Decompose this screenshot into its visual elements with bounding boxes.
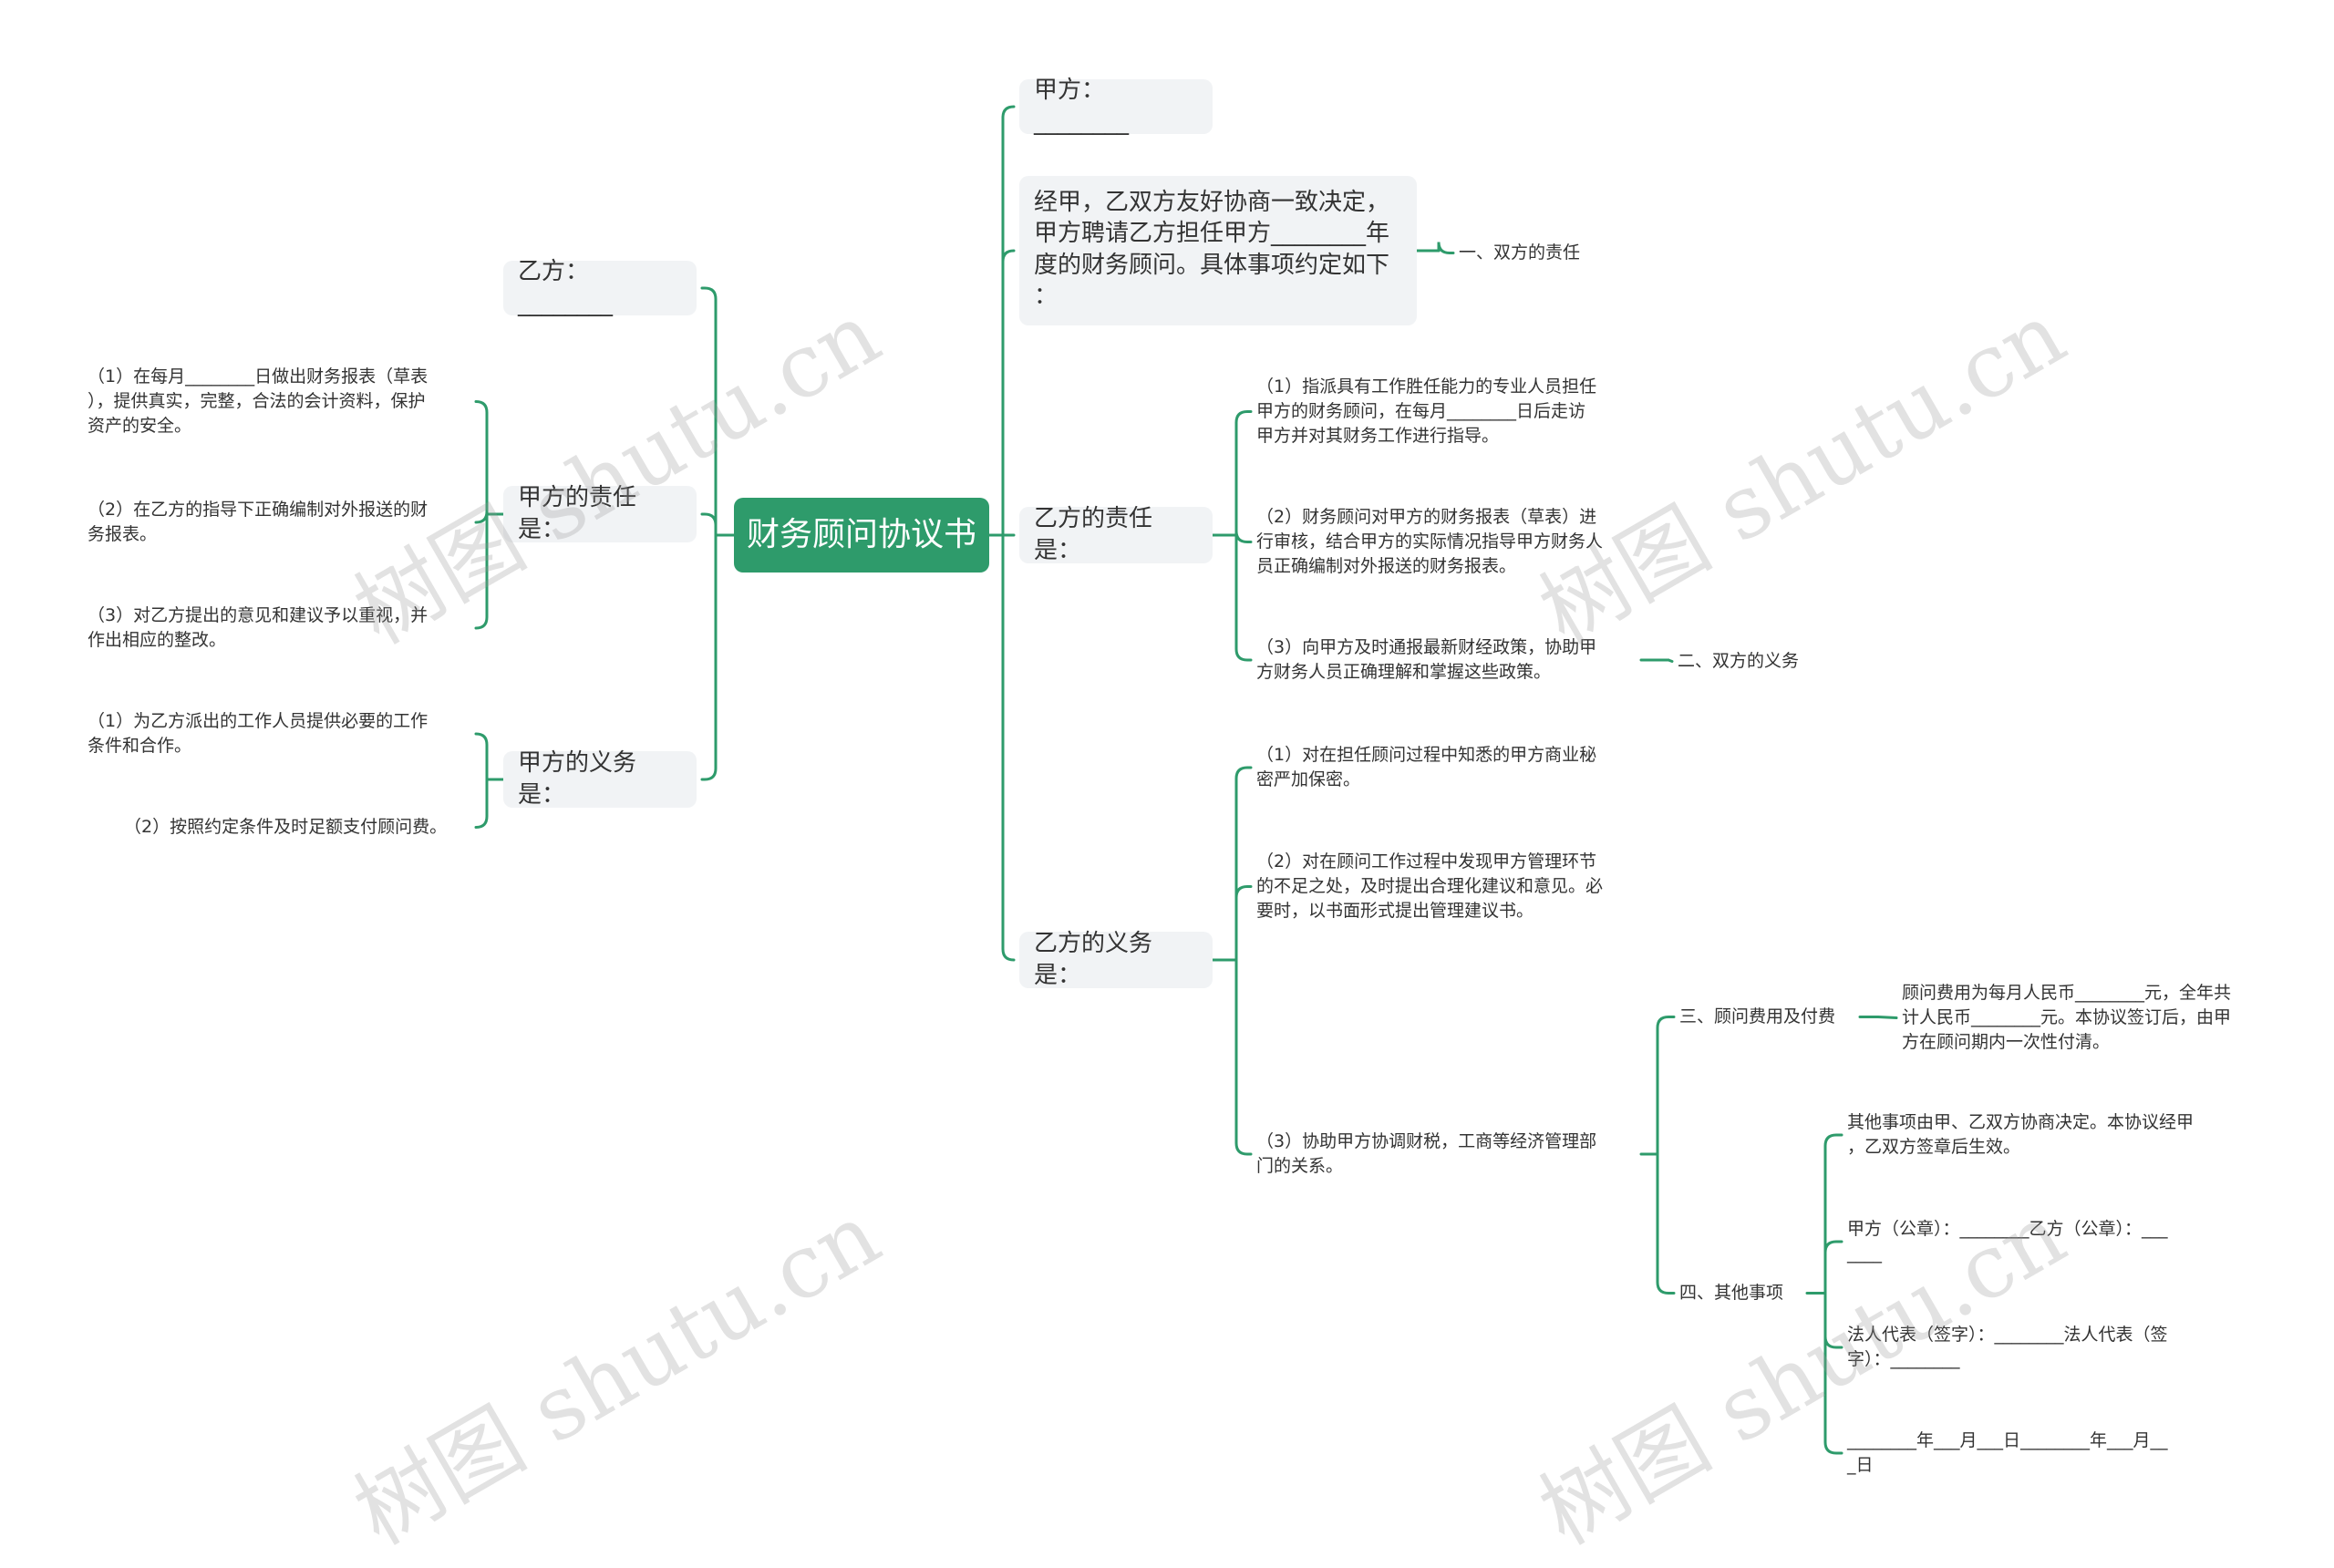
connector-line (1234, 885, 1253, 962)
connector-line (474, 778, 489, 829)
connector-line (1823, 1292, 1843, 1349)
connector-line (474, 511, 489, 524)
party-a-obligations-node[interactable]: 甲方的义务是： (503, 749, 697, 809)
party-b-node[interactable]: 乙方：________ (503, 258, 697, 317)
other-matters-item[interactable]: 法人代表（签字）：________法人代表（签 字）：________ (1847, 1325, 2168, 1369)
watermark: 树图 shutu.cn (1523, 283, 2081, 665)
connector-line (474, 732, 489, 781)
party-b-obligations-node[interactable]: 乙方的义务是： (1019, 930, 1213, 989)
section-3-label[interactable]: 三、顾问费用及付费 (1679, 1006, 1836, 1026)
connector-line (1234, 531, 1253, 543)
party-b-obligation-item[interactable]: （3）协助甲方协调财税，工商等经济管理部 门的关系。 (1256, 1131, 1597, 1176)
other-matters-item[interactable]: ________年___月___日________年___月__ _日 (1847, 1430, 2168, 1475)
section-4-label[interactable]: 四、其他事项 (1679, 1283, 1784, 1303)
connector-line (700, 286, 718, 537)
party-b-duties-node[interactable]: 乙方的责任是： (1019, 505, 1213, 564)
connector-line (700, 533, 718, 781)
connector-line (1437, 242, 1455, 254)
connector-line (1823, 1133, 1843, 1295)
connector-line (474, 400, 489, 516)
connector-line (1234, 533, 1253, 662)
connector-line (1656, 1152, 1676, 1295)
party-a-duty-item[interactable]: （1）在每月________日做出财务报表（草表 ），提供真实，完整，合法的会计… (88, 366, 429, 436)
other-matters-item[interactable]: 其他事项由甲、乙双方协商决定。本协议经甲 ，乙双方签章后生效。 (1847, 1112, 2195, 1157)
connector-line (1234, 766, 1253, 962)
section-2-label[interactable]: 二、双方的义务 (1678, 651, 1800, 671)
party-a-duty-item[interactable]: （3）对乙方提出的意见和建议予以重视，并 作出相应的整改。 (88, 605, 429, 650)
party-b-duty-item[interactable]: （2）财务顾问对甲方的财务报表（草表）进 行审核，结合甲方的实际情况指导甲方财务… (1256, 507, 1604, 576)
connector-line (474, 512, 489, 630)
party-b-duty-item[interactable]: （3）向甲方及时通报最新财经政策，协助甲 方财务人员正确理解和掌握这些政策。 (1256, 637, 1597, 682)
party-a-duty-item[interactable]: （2）在乙方的指导下正确编制对外报送的财 务报表。 (88, 500, 429, 544)
connector-line (1001, 249, 1016, 537)
section-1-label[interactable]: 一、双方的责任 (1459, 242, 1581, 263)
connector-line (1001, 105, 1016, 537)
connector-line (1234, 410, 1253, 537)
connector-line (1876, 1016, 1898, 1019)
party-b-obligation-item[interactable]: （1）对在担任顾问过程中知悉的甲方商业秘 密严加保密。 (1256, 745, 1597, 789)
party-a-obligation-item[interactable]: （2）按照约定条件及时足额支付顾问费。 (124, 817, 448, 837)
connector-line (1667, 658, 1674, 663)
connector-line (1823, 1240, 1843, 1295)
root-topic[interactable]: 财务顾问协议书 (734, 498, 989, 573)
watermark: 树图 shutu.cn (338, 1183, 896, 1565)
intro-node[interactable]: 经甲，乙双方友好协商一致决定， 甲方聘请乙方担任甲方________年 度的财务… (1019, 176, 1417, 325)
party-b-obligation-item[interactable]: （2）对在顾问工作过程中发现甲方管理环节 的不足之处，及时提出合理化建议和意见。… (1256, 851, 1604, 921)
connector-line (700, 512, 718, 537)
party-a-node[interactable]: 甲方：________ (1019, 77, 1213, 136)
fee-detail[interactable]: 顾问费用为每月人民币________元，全年共 计人民币________元。本协… (1902, 983, 2232, 1052)
connector-line (1823, 1292, 1843, 1455)
connector-line (1001, 533, 1016, 962)
other-matters-item[interactable]: 甲方（公章）：________乙方（公章）：___ ____ (1847, 1219, 2168, 1264)
party-a-duties-node[interactable]: 甲方的责任是： (503, 484, 697, 543)
connector-line (1656, 1016, 1676, 1156)
connector-line (1234, 958, 1253, 1156)
party-a-obligation-item[interactable]: （1）为乙方派出的工作人员提供必要的工作 条件和合作。 (88, 711, 429, 756)
party-b-duty-item[interactable]: （1）指派具有工作胜任能力的专业人员担任 甲方的财务顾问，在每月________… (1256, 377, 1597, 446)
